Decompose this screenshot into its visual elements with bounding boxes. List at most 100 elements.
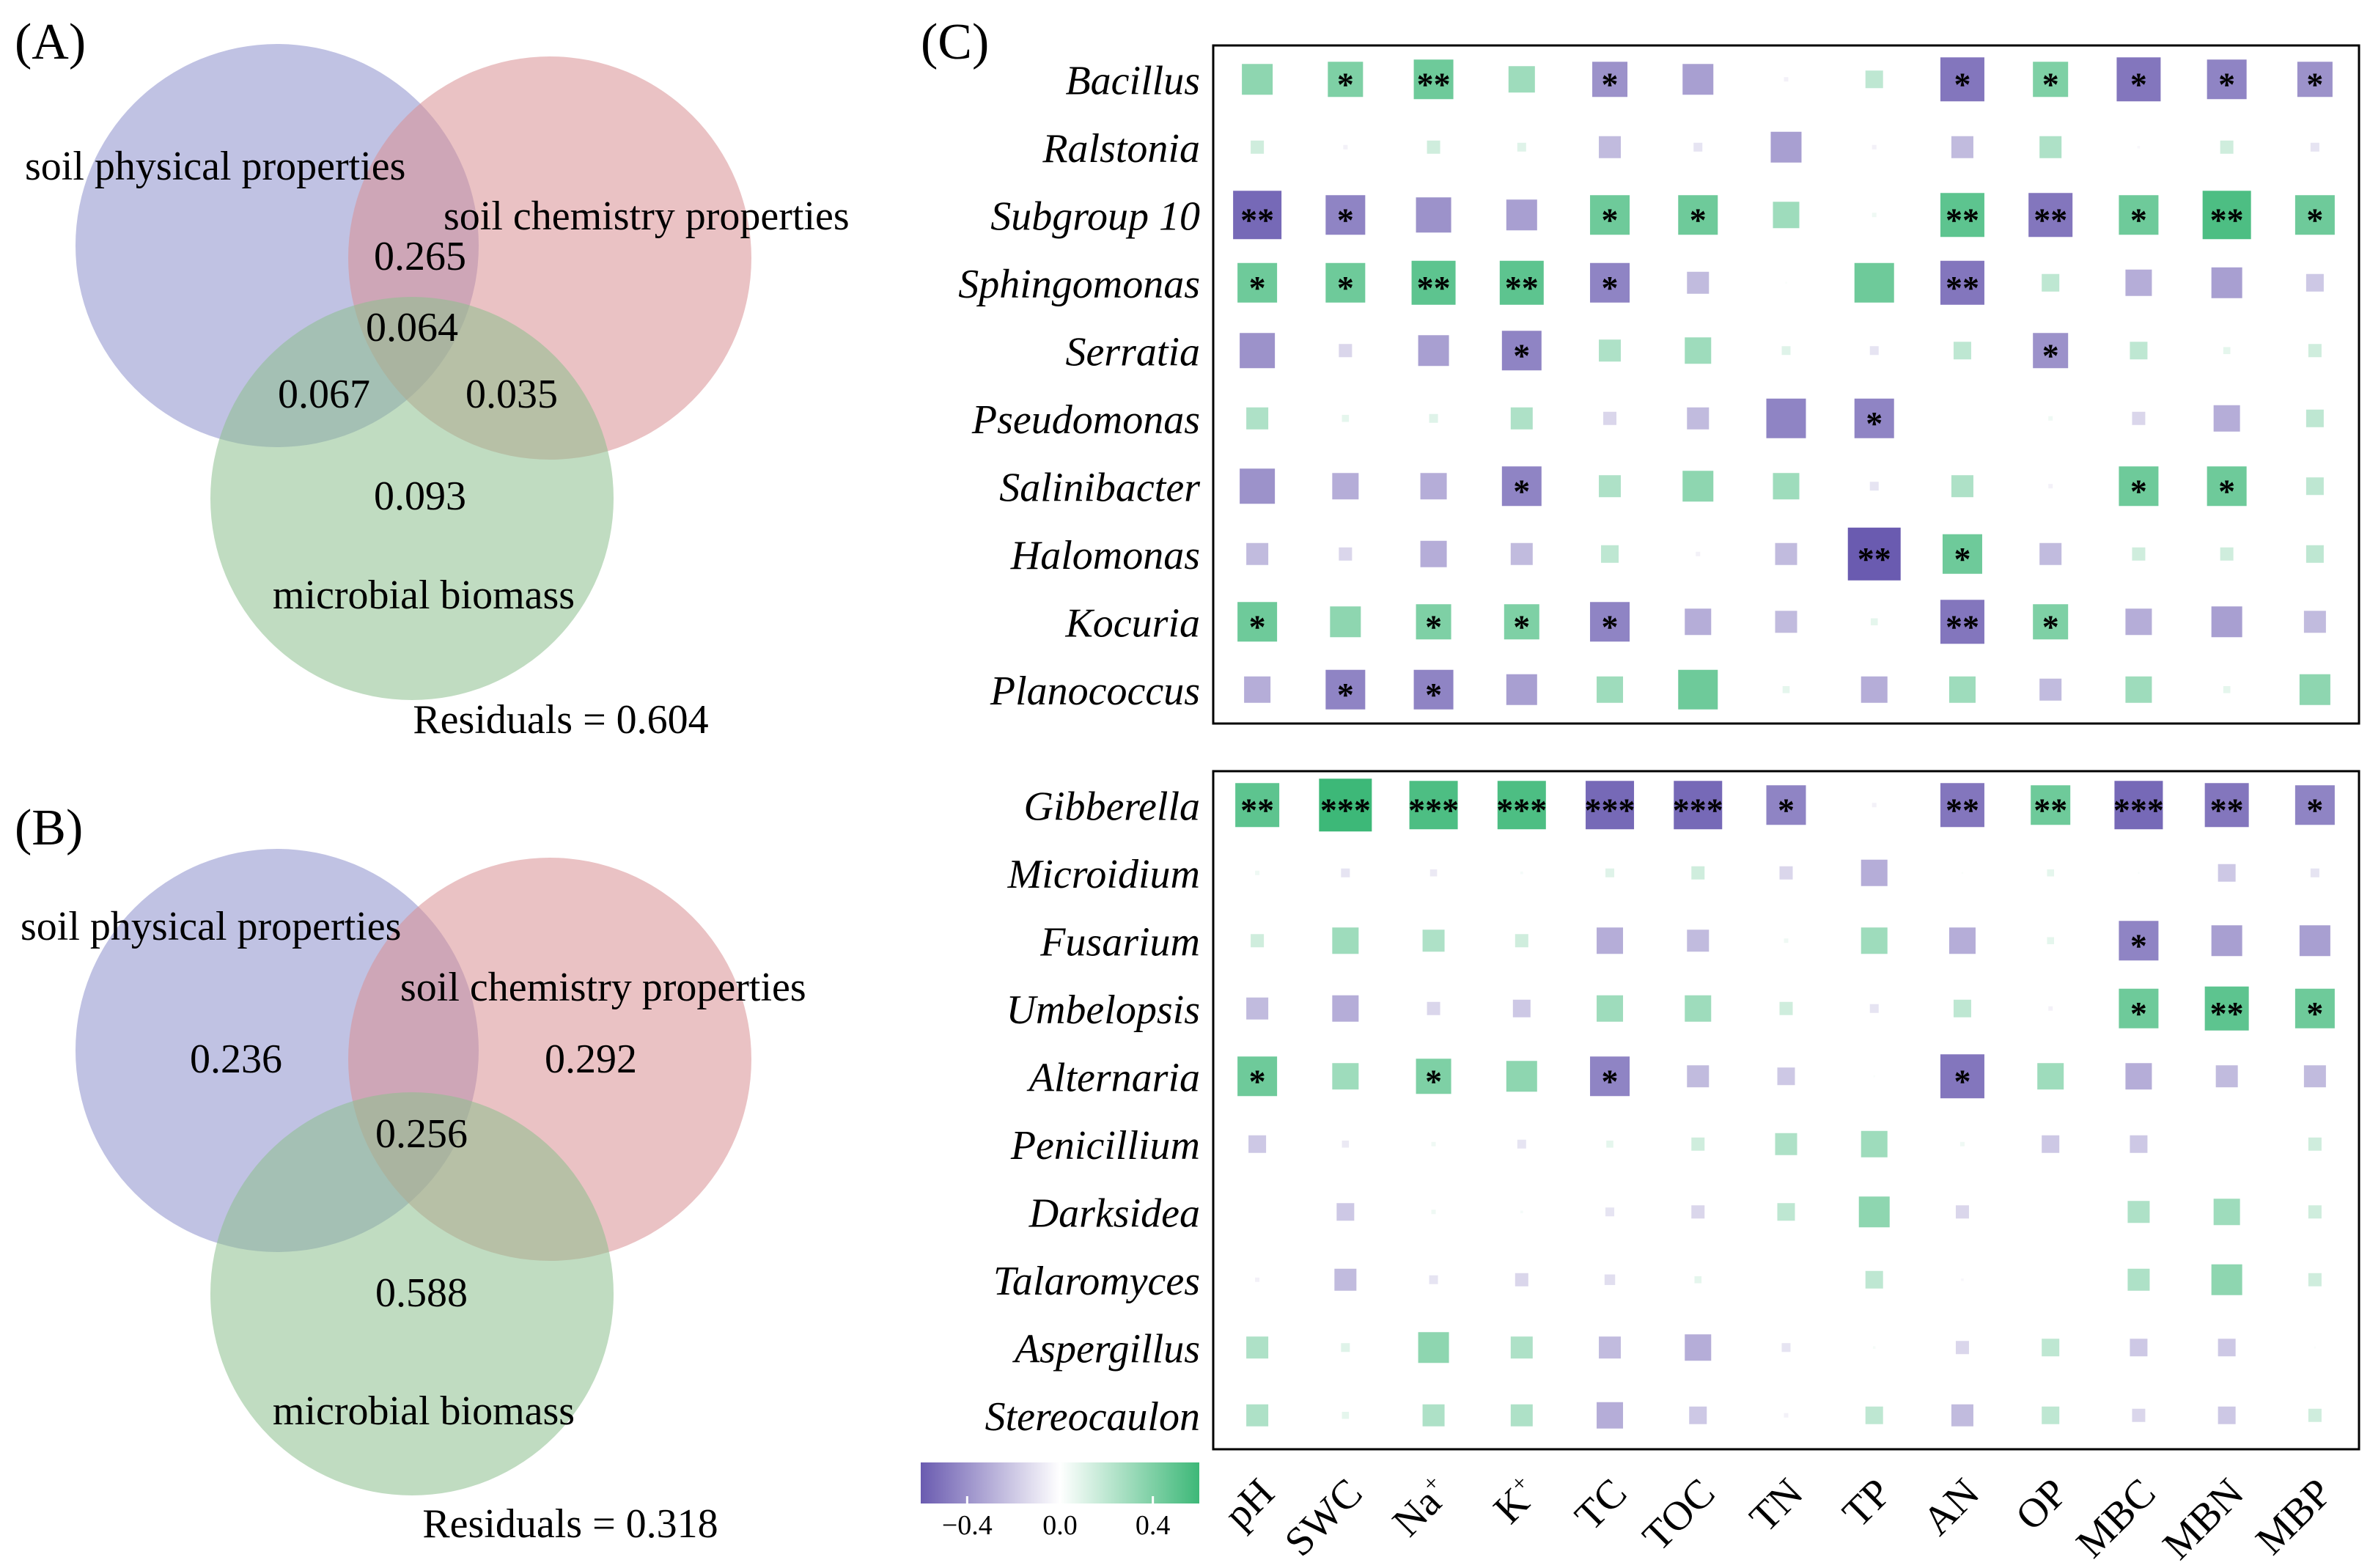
significance-mark: *	[1602, 1062, 1619, 1100]
heatmap-cell	[1251, 934, 1265, 948]
significance-mark: ***	[2113, 791, 2164, 828]
heatmap-cell	[1235, 783, 1280, 828]
panel-a-tag: (A)	[15, 14, 86, 70]
heatmap-cell	[1251, 140, 1265, 154]
heatmap-cell	[2314, 1347, 2316, 1349]
heatmap-cell	[1319, 779, 1372, 832]
significance-mark: **	[2210, 791, 2244, 828]
heatmap-cell	[1341, 868, 1350, 877]
significance-mark: *	[1337, 269, 1354, 306]
heatmap-cell	[2215, 1065, 2238, 1088]
colorbar-tick-label: −0.4	[942, 1510, 993, 1541]
heatmap-cell	[1422, 1404, 1445, 1427]
heatmap-cell	[1687, 407, 1710, 430]
heatmap-cell	[2033, 604, 2069, 640]
heatmap-cell	[2299, 925, 2330, 957]
heatmap-cell	[1775, 1133, 1797, 1155]
heatmap-cell	[2042, 1135, 2060, 1153]
heatmap-cell	[1520, 871, 1523, 875]
heatmap-row-label: Subgroup 10	[990, 194, 1200, 239]
heatmap-cell	[2207, 466, 2247, 507]
heatmap-cell	[2297, 62, 2333, 97]
significance-mark: *	[2218, 65, 2235, 103]
heatmap-cell	[1515, 1273, 1528, 1287]
heatmap-cell	[2218, 1406, 2236, 1424]
significance-mark: **	[2034, 201, 2067, 238]
heatmap-cell	[1520, 1210, 1523, 1214]
column-superscript: +	[1505, 1469, 1533, 1497]
venn-b-value: 0.256	[375, 1111, 468, 1157]
heatmap-cell	[2039, 136, 2062, 158]
heatmap-cell	[1508, 66, 1535, 93]
heatmap-row-label: Gibberella	[1023, 784, 1200, 829]
heatmap-cell	[2308, 344, 2322, 358]
heatmap-cell	[1255, 870, 1260, 875]
heatmap-cell	[1773, 202, 1800, 229]
significance-mark: *	[2042, 336, 2059, 374]
significance-mark: ***	[1496, 791, 1547, 828]
heatmap-cell	[1773, 473, 1800, 500]
heatmap-cell	[2031, 785, 2071, 825]
heatmap-cell	[2294, 195, 2335, 235]
heatmap-cell	[1854, 398, 1894, 438]
heatmap-cell	[2042, 1339, 2060, 1357]
heatmap-cell	[1418, 1332, 1449, 1363]
significance-mark: **	[2210, 201, 2244, 238]
heatmap-cell	[2308, 1137, 2322, 1151]
heatmap-cell	[2116, 57, 2161, 102]
venn-a-value: 0.067	[278, 372, 370, 417]
heatmap-cell	[1504, 604, 1539, 640]
heatmap-cell	[1784, 938, 1789, 943]
heatmap-column-label: MBC	[2068, 1470, 2165, 1567]
heatmap-row-label: Fusarium	[1039, 919, 1200, 965]
heatmap-cell	[1872, 803, 1877, 808]
heatmap-cell	[1512, 999, 1531, 1017]
heatmap-cell	[2127, 1268, 2150, 1291]
heatmap-cell	[2211, 925, 2242, 957]
heatmap-cell	[1961, 872, 1964, 874]
heatmap-cell	[1246, 407, 1269, 430]
heatmap-cell	[1328, 62, 1364, 97]
heatmap-cell	[2305, 477, 2324, 496]
heatmap-cell	[1682, 471, 1714, 502]
significance-mark: *	[1954, 1062, 1970, 1100]
heatmap-cell	[1592, 62, 1628, 97]
heatmap-cell	[2132, 411, 2146, 425]
significance-mark: *	[1513, 336, 1530, 374]
heatmap-cell	[1691, 1205, 1705, 1219]
heatmap-cell	[1678, 195, 1718, 235]
heatmap-cell	[1687, 271, 1710, 294]
venn-a-label-biomass: microbial biomass	[273, 573, 575, 618]
venn-panel-b: (B) soil physical properties soil chemis…	[15, 800, 806, 1547]
significance-mark: *	[1778, 791, 1795, 828]
heatmap-cell	[1422, 930, 1445, 952]
heatmap-row-label: Halomonas	[1010, 533, 1200, 578]
heatmap-cell	[1416, 604, 1451, 640]
heatmap-block-frame	[1212, 770, 2360, 1451]
heatmap-cell	[1782, 685, 1790, 693]
heatmap-cell	[1865, 70, 1883, 89]
heatmap-cell	[1339, 344, 1353, 358]
heatmap-cell	[2218, 1339, 2236, 1357]
significance-mark: *	[2306, 791, 2323, 828]
significance-mark: *	[1337, 65, 1354, 103]
heatmap-cell	[1413, 669, 1454, 710]
heatmap-cell	[1948, 676, 1976, 703]
significance-mark: *	[2306, 65, 2323, 103]
significance-mark: **	[1858, 540, 1891, 578]
heatmap-cell	[2211, 267, 2242, 298]
significance-mark: *	[1337, 201, 1354, 238]
heatmap-cell	[1858, 1196, 1890, 1228]
heatmap-cell	[1332, 1063, 1359, 1090]
heatmap-cell	[1940, 1054, 1984, 1099]
heatmap-cell	[1779, 1001, 1793, 1015]
heatmap-cell	[1246, 1404, 1269, 1427]
heatmap-cell	[1597, 1402, 1624, 1429]
heatmap-cell	[1953, 342, 1971, 360]
heatmap-cell	[2114, 781, 2163, 830]
heatmap-cell	[1413, 59, 1454, 100]
heatmap-cell	[2125, 608, 2152, 636]
venn-b-residuals: Residuals = 0.318	[422, 1501, 718, 1547]
